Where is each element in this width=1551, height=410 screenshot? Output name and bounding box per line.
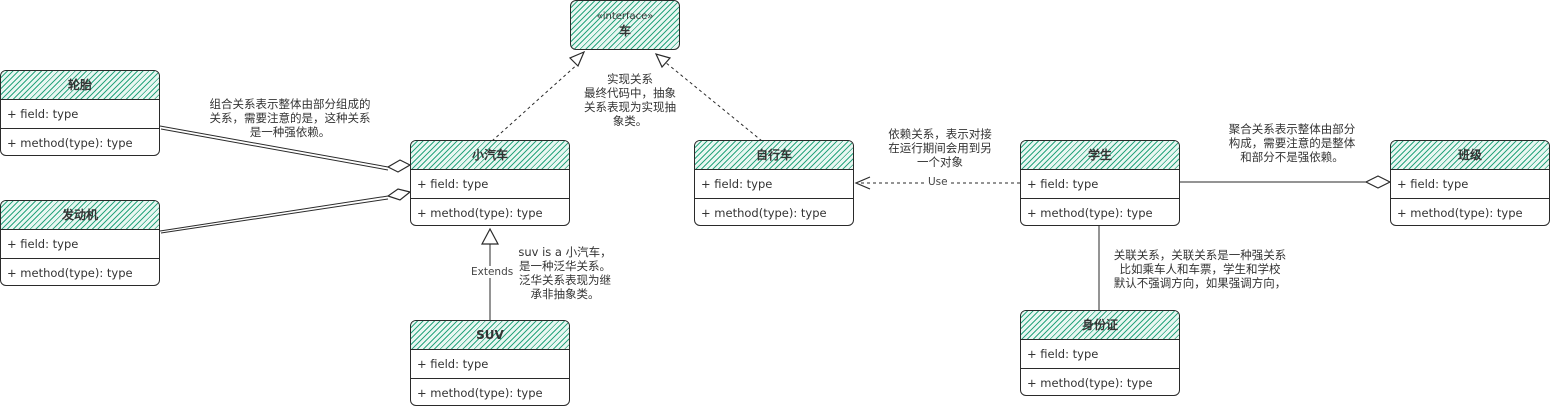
divider	[1, 128, 159, 129]
class-name: 班级	[1391, 141, 1549, 170]
divider	[1021, 198, 1179, 199]
class-name: 发动机	[1, 201, 159, 230]
class-student[interactable]: 学生 + field: type + method(type): type	[1020, 140, 1180, 226]
class-method: + method(type): type	[417, 206, 543, 220]
realization-edge-bike	[654, 53, 763, 142]
class-car[interactable]: 小汽车 + field: type + method(type): type	[410, 140, 570, 226]
class-klass[interactable]: 班级 + field: type + method(type): type	[1390, 140, 1550, 226]
interface-name: 车	[618, 24, 631, 38]
note-generalization: suv is a 小汽车， 是一种泛华关系。 泛华关系表现为继 承非抽象类。	[518, 245, 612, 301]
class-field: + field: type	[1027, 177, 1099, 191]
aggregation-edge-class	[1180, 175, 1392, 189]
class-idcard[interactable]: 身份证 + field: type + method(type): type	[1020, 310, 1180, 396]
class-name: 身份证	[1021, 311, 1179, 340]
class-field: + field: type	[1027, 347, 1099, 361]
note-aggregation: 聚合关系表示整体由部分 构成，需要注意的是整体 和部分不是强依赖。	[1228, 122, 1356, 164]
generalization-edge-suv	[481, 227, 499, 320]
class-method: + method(type): type	[7, 136, 133, 150]
class-method: + method(type): type	[701, 206, 827, 220]
edge-label-extends: Extends	[469, 266, 516, 278]
class-name: 学生	[1021, 141, 1179, 170]
class-method: + method(type): type	[7, 266, 133, 280]
divider	[411, 378, 569, 379]
class-field: + field: type	[701, 177, 773, 191]
edge-label-use: Use	[926, 176, 950, 188]
class-engine[interactable]: 发动机 + field: type + method(type): type	[0, 200, 160, 286]
class-tire[interactable]: 轮胎 + field: type + method(type): type	[0, 70, 160, 156]
class-method: + method(type): type	[1027, 376, 1153, 390]
note-composition: 组合关系表示整体由部分组成的 关系，需要注意的是，这种关系 是一种强依赖。	[209, 97, 371, 139]
class-field: + field: type	[7, 107, 79, 121]
class-name: SUV	[411, 321, 569, 350]
divider	[1391, 198, 1549, 199]
divider	[411, 198, 569, 199]
class-method: + method(type): type	[1397, 206, 1523, 220]
note-realization: 实现关系 最终代码中，抽象 关系表现为实现抽 象类。	[584, 72, 676, 128]
class-name: 小汽车	[411, 141, 569, 170]
note-dependency: 依赖关系，表示对接 在运行期间会用到另 一个对象	[888, 127, 992, 169]
class-name: 轮胎	[1, 71, 159, 100]
class-bike[interactable]: 自行车 + field: type + method(type): type	[694, 140, 854, 226]
divider	[1, 258, 159, 259]
interface-vehicle[interactable]: «interface» 车	[570, 0, 680, 50]
interface-stereotype: «interface»	[596, 11, 654, 22]
class-field: + field: type	[417, 177, 489, 191]
class-suv[interactable]: SUV + field: type + method(type): type	[410, 320, 570, 406]
class-field: + field: type	[7, 237, 79, 251]
divider	[695, 198, 853, 199]
divider	[1021, 368, 1179, 369]
class-field: + field: type	[1397, 177, 1469, 191]
composition-edge-engine	[159, 188, 412, 234]
class-field: + field: type	[417, 357, 489, 371]
realization-edge-car	[491, 50, 586, 142]
class-method: + method(type): type	[417, 386, 543, 400]
composition-edge-tire	[159, 125, 412, 173]
note-association: 关联关系，关联关系是一种强关系 比如乘车人和车票，学生和学校 默认不强调方向，如…	[1113, 248, 1287, 290]
class-method: + method(type): type	[1027, 206, 1153, 220]
class-name: 自行车	[695, 141, 853, 170]
